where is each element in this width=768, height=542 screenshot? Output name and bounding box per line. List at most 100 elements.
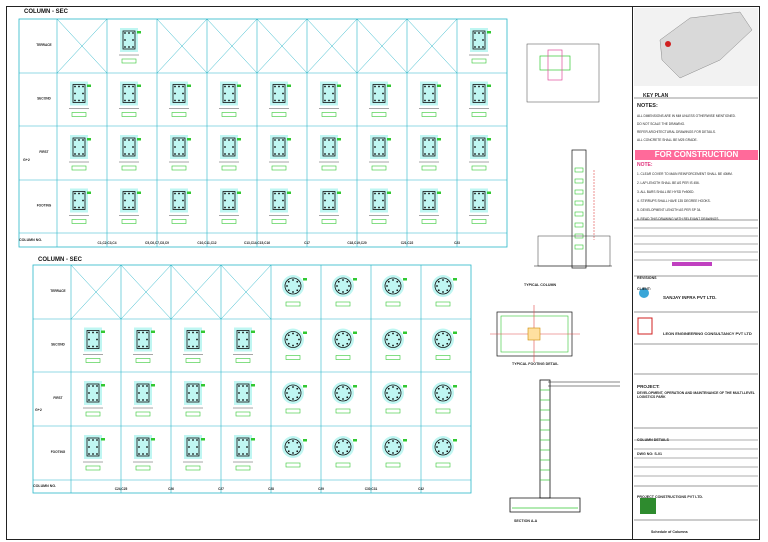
top-section-bar xyxy=(82,199,84,202)
top-section-label-box xyxy=(371,165,387,171)
bottom-circ-section-label-box xyxy=(435,301,451,307)
bottom-circ-section-label-box xyxy=(335,408,351,414)
bottom-column-mark: C28 xyxy=(268,487,274,491)
top-section-fill xyxy=(470,28,488,52)
bottom-section-tag xyxy=(151,438,155,441)
bottom-circ-section-bar xyxy=(392,386,394,388)
top-section-bar xyxy=(278,153,280,155)
bottom-circ-section-bar xyxy=(392,452,394,454)
top-section-outline xyxy=(72,191,86,210)
bottom-section-bar xyxy=(138,399,140,401)
bottom-section-bar xyxy=(138,392,140,394)
note-3: REFER ARCHITECTURAL DRAWINGS FOR DETAILS… xyxy=(637,130,716,134)
top-section-bar xyxy=(374,92,376,95)
bottom-circ-section-bar xyxy=(337,334,340,337)
top-section-bar xyxy=(324,92,326,95)
bottom-column-mark: C32 xyxy=(418,487,424,491)
bottom-circ-section-bar xyxy=(298,338,300,341)
drawing-number: DWG NO: S-01 xyxy=(637,452,662,456)
top-section-bar xyxy=(482,85,484,88)
bottom-circ-section-bar xyxy=(286,285,288,287)
top-section-label-box xyxy=(221,165,237,171)
top-section-tag xyxy=(237,84,241,87)
bottom-empty-cell-x2 xyxy=(170,264,222,320)
top-column-mark: C5,C6,C7,C8,C9 xyxy=(145,241,169,245)
top-section-bar xyxy=(224,92,226,95)
bottom-section-outline xyxy=(136,330,150,349)
bottom-section-bar xyxy=(96,439,98,441)
top-section-fill xyxy=(70,81,88,106)
bottom-circ-section-bar xyxy=(398,338,400,341)
legend-line-4: 4. STIRRUPS SHALL HAVE 135 DEGREE HOOKS. xyxy=(637,199,711,203)
top-section-label-box xyxy=(71,112,87,117)
bottom-circ-section-bar xyxy=(442,279,444,281)
top-section-outline xyxy=(72,137,86,157)
top-section-bar xyxy=(328,99,330,102)
top-section-bar xyxy=(178,153,180,155)
top-section-bar xyxy=(482,146,484,148)
top-section-fill xyxy=(370,188,388,213)
top-section-bar xyxy=(182,146,184,148)
legend-line-1: 1. CLEAR COVER TO MAIN REINFORCEMENT SHA… xyxy=(637,172,733,176)
top-section-bar xyxy=(228,153,230,155)
top-section-outline xyxy=(472,84,486,103)
project-label: PROJECT: xyxy=(637,384,660,389)
bottom-circ-section-label-box xyxy=(285,462,301,468)
bottom-circ-section-bar xyxy=(448,392,450,394)
top-section-outline xyxy=(122,30,136,50)
client-logo xyxy=(639,288,649,298)
top-section-bar xyxy=(382,192,384,195)
top-section-tag xyxy=(387,191,391,194)
top-section-bar xyxy=(232,139,234,141)
bottom-circ-section-label-box xyxy=(435,408,451,414)
bottom-circ-section-bar xyxy=(342,279,344,281)
bottom-circ-section-bar xyxy=(442,386,444,388)
top-section-bar xyxy=(428,192,430,195)
top-schedule-frame xyxy=(18,18,508,248)
bottom-circ-section-bar xyxy=(448,446,450,448)
bottom-circ-section-tag xyxy=(403,385,407,388)
top-section-bar xyxy=(332,146,334,148)
top-section-bar xyxy=(474,199,476,202)
bottom-section-bar xyxy=(192,453,194,455)
bottom-section-bar xyxy=(92,399,94,401)
top-section-bar xyxy=(224,199,226,202)
top-section-bar xyxy=(132,85,134,88)
top-section-outline xyxy=(372,137,386,157)
bottom-circ-section-bar xyxy=(346,441,349,444)
bottom-circ-section-tag xyxy=(353,331,357,334)
bottom-section-bar xyxy=(238,385,240,387)
bottom-section-tag xyxy=(201,384,205,387)
bottom-circ-section-bar xyxy=(336,338,338,341)
top-section-bar xyxy=(228,139,230,141)
top-section-bar xyxy=(74,146,76,148)
bottom-circ-section-bar xyxy=(392,332,394,335)
top-section-bar xyxy=(332,85,334,88)
top-section-bar xyxy=(124,92,126,95)
bottom-section-bar xyxy=(88,453,90,455)
top-section-bar xyxy=(424,99,426,102)
bottom-circ-section-bar xyxy=(387,387,390,390)
key-plan-label: KEY PLAN xyxy=(643,93,669,99)
top-section-label-box xyxy=(171,219,187,224)
top-section-bar xyxy=(432,139,434,141)
top-section-outline xyxy=(472,30,486,50)
bottom-circ-section-bar xyxy=(346,450,349,453)
bottom-section-bar xyxy=(242,331,244,334)
bottom-section-fill xyxy=(84,381,102,405)
top-section-bar xyxy=(374,146,376,148)
bottom-section-tag xyxy=(101,330,105,333)
top-section-bar xyxy=(482,32,484,34)
top-section-label-box xyxy=(471,165,487,171)
bottom-section-bar xyxy=(88,439,90,441)
top-section-tag xyxy=(137,31,141,34)
top-section-bar xyxy=(182,85,184,88)
bottom-section-bar xyxy=(188,392,190,394)
top-row-label: FIRST xyxy=(39,150,48,154)
bottom-circ-section-outline xyxy=(334,438,352,456)
contractor-name: PROJECT CONSTRUCTIONS PVT LTD. xyxy=(637,495,704,499)
bottom-circ-section-bar xyxy=(348,285,350,287)
top-section-bar xyxy=(128,99,130,102)
bottom-section-bar xyxy=(238,439,240,441)
bottom-section-bar xyxy=(188,453,190,455)
